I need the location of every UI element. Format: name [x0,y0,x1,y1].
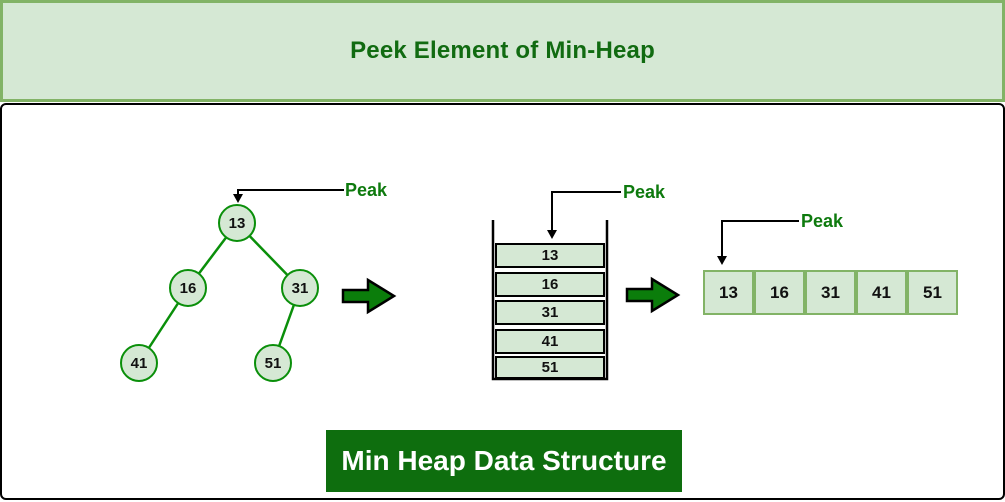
tree-peak-label: Peak [345,180,388,200]
title-banner: Peek Element of Min-Heap [0,0,1005,102]
stack-peak-label: Peak [623,182,666,202]
stack-cell-value: 51 [541,359,559,376]
page-title: Peek Element of Min-Heap [350,37,655,64]
stack-cell-value: 16 [541,276,559,293]
array-cell-value: 31 [821,282,840,302]
tree-node-value: 13 [228,214,246,232]
stack-cell-value: 31 [541,304,559,321]
caption-badge: Min Heap Data Structure [326,430,682,492]
array-cell-value: 41 [872,282,891,302]
stack-cell-value: 13 [541,247,559,264]
stack-cell-value: 41 [541,333,559,350]
caption-text: Min Heap Data Structure [341,445,667,476]
tree-node-value: 16 [179,279,197,297]
stack-cell-13: 13 [495,243,605,268]
stack-cell-16: 16 [495,272,605,297]
array-cell-value: 51 [923,282,942,302]
tree-node-31: 31 [281,269,319,307]
stack-cell-31: 31 [495,300,605,325]
tree-node-value: 51 [264,354,282,372]
array-cell-31: 31 [805,270,856,315]
stack-cell-41: 41 [495,329,605,354]
tree-node-13: 13 [218,204,256,242]
array-cell-16: 16 [754,270,805,315]
tree-node-value: 31 [291,279,309,297]
stack-cell-51: 51 [495,356,605,379]
tree-node-51: 51 [254,344,292,382]
array-cell-51: 51 [907,270,958,315]
tree-node-16: 16 [169,269,207,307]
array-peak-label: Peak [801,211,844,231]
tree-node-41: 41 [120,344,158,382]
array-cell-value: 16 [770,282,789,302]
tree-node-value: 41 [130,354,148,372]
array-cell-value: 13 [719,282,738,302]
array-cell-41: 41 [856,270,907,315]
array-cell-13: 13 [703,270,754,315]
